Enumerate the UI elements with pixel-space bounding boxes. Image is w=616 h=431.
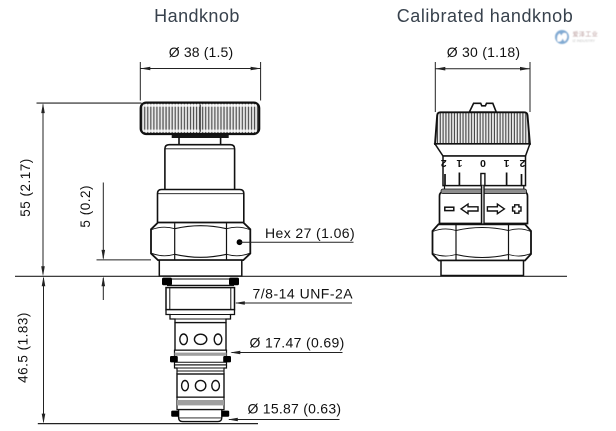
svg-text:0: 0 [480, 157, 486, 169]
svg-text:5 (0.2): 5 (0.2) [78, 185, 93, 228]
svg-text:Hex 27 (1.06): Hex 27 (1.06) [265, 225, 355, 241]
svg-text:2: 2 [519, 157, 525, 169]
svg-text:Handknob: Handknob [154, 6, 240, 26]
svg-text:爱泽工业: 爱泽工业 [573, 31, 599, 39]
svg-text:46.5 (1.83): 46.5 (1.83) [16, 312, 31, 383]
svg-text:Ø 38 (1.5): Ø 38 (1.5) [169, 44, 234, 60]
svg-text:2: 2 [441, 157, 447, 169]
svg-text:55 (2.17): 55 (2.17) [18, 158, 33, 217]
svg-text:7/8-14 UNF-2A: 7/8-14 UNF-2A [253, 286, 354, 302]
svg-text:1: 1 [456, 157, 462, 169]
svg-text:1: 1 [504, 157, 510, 169]
svg-text:IZ INDUSTRY: IZ INDUSTRY [573, 39, 596, 43]
svg-text:Ø 15.87 (0.63): Ø 15.87 (0.63) [248, 401, 342, 417]
svg-text:Calibrated handknob: Calibrated handknob [397, 6, 574, 26]
svg-text:Ø 30 (1.18): Ø 30 (1.18) [447, 44, 521, 60]
svg-text:Ø 17.47 (0.69): Ø 17.47 (0.69) [250, 335, 345, 351]
